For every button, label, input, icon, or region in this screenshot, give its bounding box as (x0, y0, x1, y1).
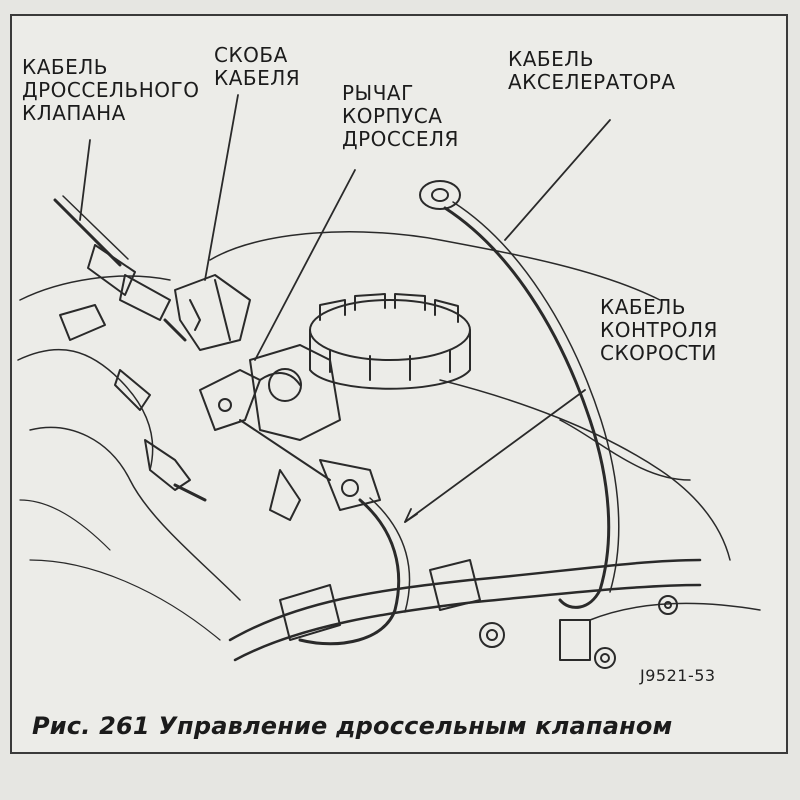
label-line: КОНТРОЛЯ (600, 318, 718, 342)
label-line: РЫЧАГ (342, 81, 414, 105)
label-line: КЛАПАНА (22, 101, 126, 125)
label-throttle-lever: РЫЧАГ КОРПУСА ДРОССЕЛЯ (342, 82, 459, 151)
label-line: КОРПУСА (342, 104, 443, 128)
figure-caption: Рис. 261 Управление дроссельным клапаном (32, 712, 673, 740)
label-speed-control-cable: КАБЕЛЬ КОНТРОЛЯ СКОРОСТИ (600, 296, 718, 365)
label-line: СКОБА (214, 43, 288, 67)
label-line: КАБЕЛЯ (214, 66, 301, 90)
label-line: СКОРОСТИ (600, 341, 717, 365)
label-line: КАБЕЛЬ (22, 55, 108, 79)
figure-frame (10, 14, 788, 754)
label-line: КАБЕЛЬ (600, 295, 686, 319)
figure-code: J9521-53 (640, 666, 716, 685)
label-line: ДРОССЕЛЯ (342, 127, 459, 151)
label-cable-bracket: СКОБА КАБЕЛЯ (214, 44, 300, 90)
label-line: АКСЕЛЕРАТОРА (508, 70, 676, 94)
label-line: КАБЕЛЬ (508, 47, 594, 71)
label-throttle-cable: КАБЕЛЬ ДРОССЕЛЬНОГО КЛАПАНА (22, 56, 199, 125)
label-accelerator-cable: КАБЕЛЬ АКСЕЛЕРАТОРА (508, 48, 676, 94)
label-line: ДРОССЕЛЬНОГО (22, 78, 200, 102)
